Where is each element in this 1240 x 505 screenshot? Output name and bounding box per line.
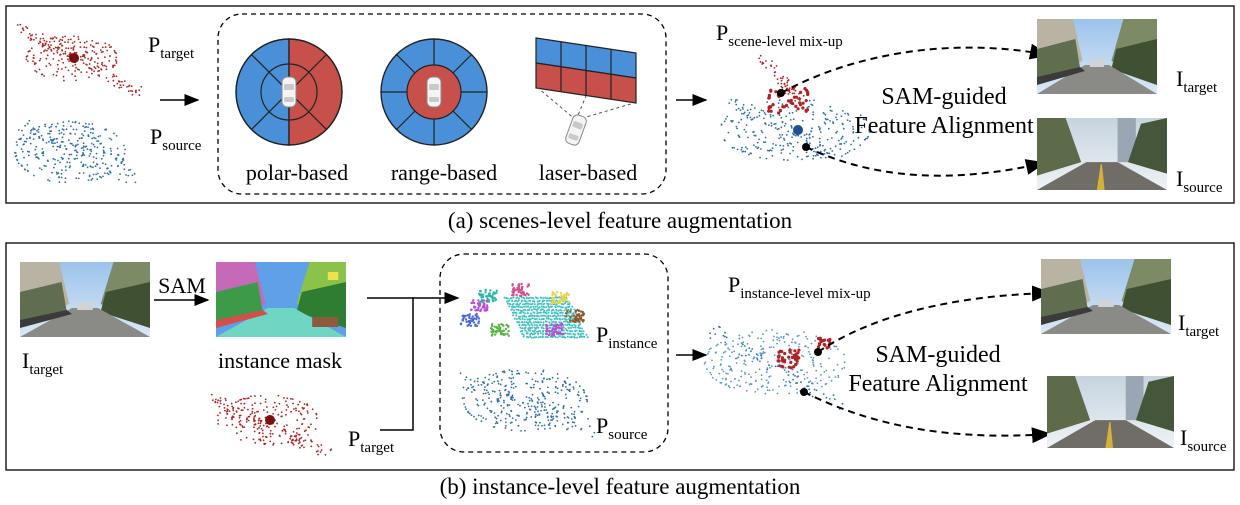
i-source-label-b: Isource (1180, 425, 1227, 455)
alignment-arrow-target-b (817, 285, 1052, 353)
scene-mixup-point-cloud (720, 54, 872, 162)
p-target-label-b: Ptarget (348, 426, 395, 456)
p-source-label-b: Psource (596, 413, 648, 443)
instance-mixup-point-cloud (703, 325, 846, 410)
alignment-anchor-source-b (800, 388, 808, 396)
instance-mask-label: instance mask (218, 348, 342, 373)
feature-alignment-label-b: Feature Alignment (848, 371, 1028, 397)
connector-to-instance-box (380, 292, 460, 431)
sam-guided-label-b: SAM-guided (875, 342, 1000, 368)
instance-pool-box (439, 253, 669, 453)
car-icon (281, 76, 297, 108)
sam-label: SAM (158, 273, 206, 298)
laser-partition-diagram (535, 37, 637, 147)
target-camera-image-a (1037, 19, 1157, 94)
instance-point-cloud (459, 282, 589, 339)
scene-mixup-label: Pscene-level mix-up (716, 20, 843, 50)
range-partition-diagram (380, 38, 488, 146)
sam-guided-label-a: SAM-guided (881, 84, 1006, 110)
source-camera-image-a (1037, 118, 1167, 190)
alignment-arrow-source-b (803, 391, 1052, 444)
instance-mask-image (216, 262, 346, 337)
method-label-range: range-based (391, 160, 497, 185)
feature-alignment-label-a: Feature Alignment (854, 113, 1034, 139)
p-instance-label: Pinstance (596, 322, 658, 352)
alignment-anchor-source-a (802, 143, 810, 151)
i-target-label-b: Itarget (1178, 310, 1220, 340)
source-camera-image-b (1047, 376, 1174, 448)
target-point-cloud-a (16, 23, 143, 97)
method-label-polar: polar-based (246, 160, 348, 185)
source-point-cloud-b (459, 369, 596, 438)
alignment-anchor-target-b (814, 348, 822, 356)
method-label-laser: laser-based (539, 160, 638, 185)
target-point-cloud-b (210, 393, 333, 456)
polar-partition-diagram (235, 38, 343, 146)
source-point-cloud-a (14, 119, 137, 184)
alignment-arrow-source-a (805, 146, 1046, 177)
instance-mixup-label: Pinstance-level mix-up (728, 272, 871, 302)
panel-b-frame (5, 242, 1235, 471)
partition-methods-box (217, 13, 667, 195)
alignment-arrow-target-a (780, 43, 1050, 94)
panel-a-frame (5, 5, 1235, 204)
caption-b: (b) instance-level feature augmentation (440, 474, 801, 499)
target-camera-image-b-right (1041, 259, 1171, 334)
target-camera-image-b (20, 262, 150, 337)
caption-a: (a) scenes-level feature augmentation (448, 208, 793, 233)
car-icon (426, 76, 442, 108)
i-source-label-a: Isource (1176, 166, 1223, 196)
p-target-label-a: Ptarget (148, 32, 195, 62)
p-source-label-a: Psource (150, 124, 202, 154)
i-target-label-a: Itarget (1176, 66, 1218, 96)
alignment-anchor-target-a (777, 89, 785, 97)
car-icon (563, 113, 589, 147)
i-target-label-b-left: Itarget (22, 348, 64, 378)
